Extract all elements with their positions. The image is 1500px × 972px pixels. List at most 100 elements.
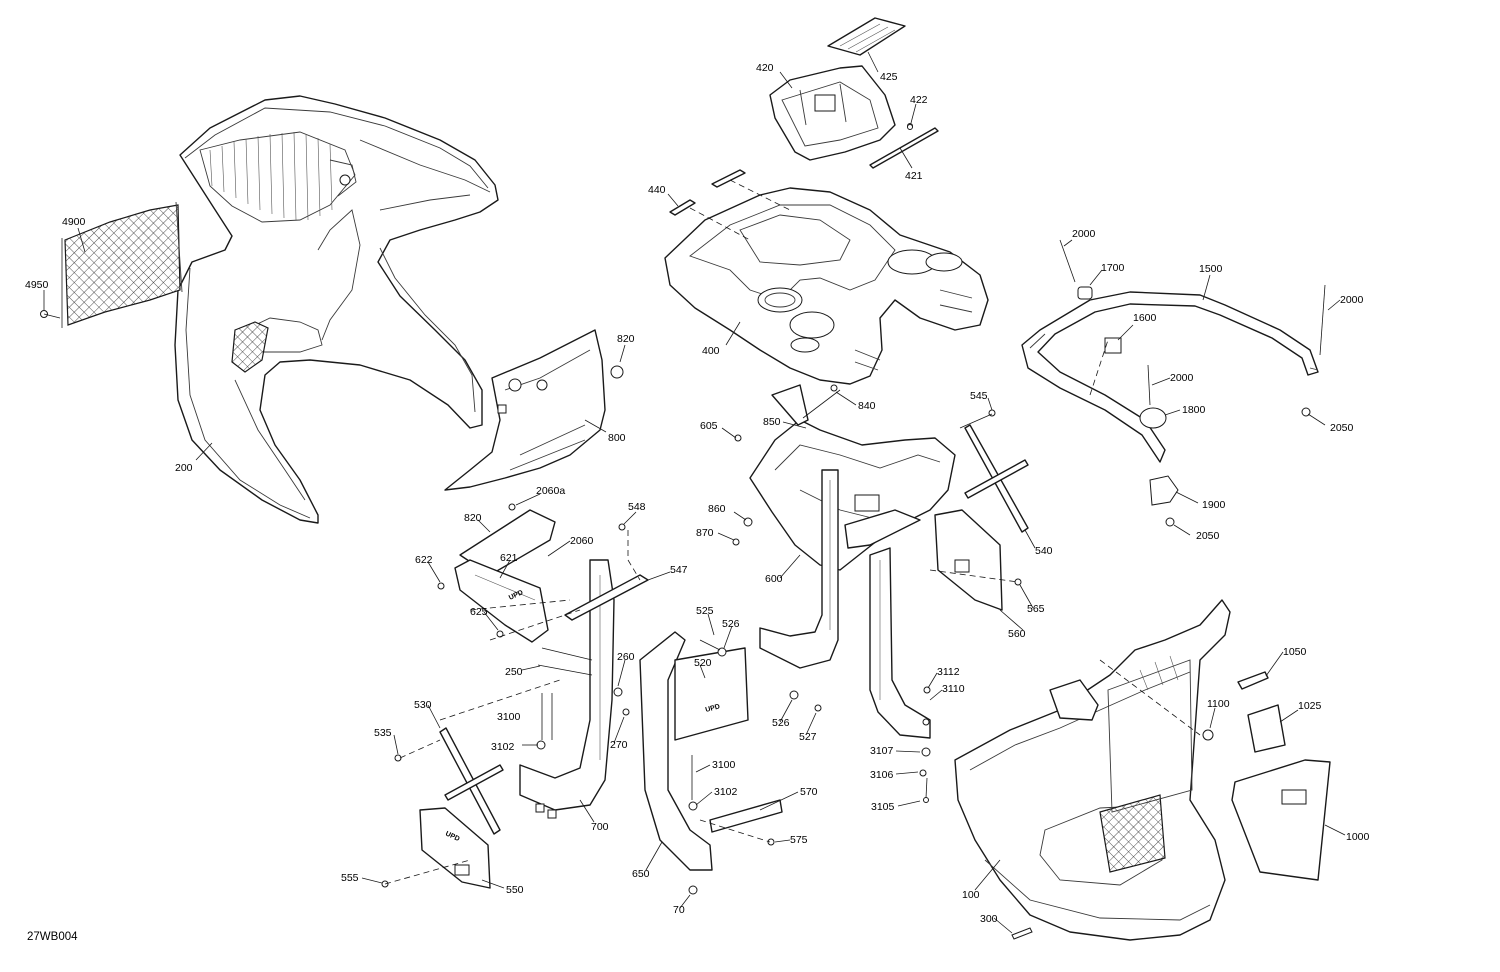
callout-421: 421 <box>905 170 923 182</box>
callout-3107: 3107 <box>870 745 894 757</box>
part-425-vent-cover <box>827 17 906 56</box>
callout-200: 200 <box>175 462 193 474</box>
callout-100: 100 <box>962 889 980 901</box>
part-400-console <box>664 187 989 385</box>
callout-548: 548 <box>628 501 646 513</box>
callout-545: 545 <box>970 390 988 402</box>
callout-400: 400 <box>702 345 720 357</box>
callout-70: 70 <box>673 904 685 916</box>
callout-1900: 1900 <box>1202 499 1226 511</box>
callout-1000: 1000 <box>1346 831 1370 843</box>
callout-1025: 1025 <box>1298 700 1322 712</box>
part-440-clips <box>669 169 746 216</box>
callout-1100: 1100 <box>1207 698 1230 710</box>
callout-525: 525 <box>696 605 714 617</box>
part-1025-label <box>1247 704 1286 753</box>
callout-leaders <box>43 51 1346 934</box>
callout-820-bracket: 820 <box>464 512 482 524</box>
part-560-plate <box>934 509 1003 611</box>
callout-575: 575 <box>790 834 808 846</box>
part-800-lower-panel <box>444 329 624 491</box>
callout-850: 850 <box>763 416 781 428</box>
callout-422: 422 <box>910 94 928 106</box>
callout-530: 530 <box>414 699 432 711</box>
callout-270: 270 <box>610 739 628 751</box>
callout-860: 860 <box>708 503 726 515</box>
callout-527: 527 <box>799 731 817 743</box>
assembly-dashed-lines <box>384 179 1201 885</box>
callout-2000-a: 2000 <box>1072 228 1096 240</box>
callout-425: 425 <box>880 71 898 83</box>
part-700-upright-left <box>519 559 649 811</box>
callout-535: 535 <box>374 727 392 739</box>
callout-870: 870 <box>696 527 714 539</box>
callout-260: 260 <box>617 651 635 663</box>
callout-840: 840 <box>858 400 876 412</box>
callout-1700: 1700 <box>1101 262 1125 274</box>
callout-2050-b: 2050 <box>1196 530 1220 542</box>
part-4900-mesh-grille <box>40 201 183 328</box>
callout-420: 420 <box>756 62 774 74</box>
part-530-cross-strap <box>439 727 504 835</box>
callout-300: 300 <box>980 913 998 925</box>
callout-2000-b: 2000 <box>1340 294 1364 306</box>
callout-650: 650 <box>632 868 650 880</box>
callout-622: 622 <box>415 554 433 566</box>
callout-4950: 4950 <box>25 279 49 291</box>
callout-3102-a: 3102 <box>491 741 515 753</box>
callout-3100-a: 3100 <box>497 711 521 723</box>
part-1500-grab-bar <box>1021 239 1326 527</box>
callout-2060a: 2060a <box>536 485 565 497</box>
callout-3102-b: 3102 <box>714 786 738 798</box>
callout-1500: 1500 <box>1199 263 1223 275</box>
callout-625: 625 <box>470 606 488 618</box>
drawing-reference: 27WB004 <box>27 931 78 943</box>
callout-540: 540 <box>1035 545 1053 557</box>
callout-3105: 3105 <box>871 801 895 813</box>
callout-621: 621 <box>500 552 518 564</box>
callout-555: 555 <box>341 872 359 884</box>
callout-820-top: 820 <box>617 333 635 345</box>
callout-3112: 3112 <box>937 666 960 678</box>
part-frame-legs <box>759 469 931 739</box>
callout-526-a: 526 <box>722 618 740 630</box>
callout-520: 520 <box>694 657 712 669</box>
part-300-screw <box>1011 927 1033 940</box>
part-1100-grommet <box>1202 729 1214 741</box>
callout-1600: 1600 <box>1133 312 1157 324</box>
hardware-fasteners <box>381 124 1022 895</box>
callout-605: 605 <box>700 420 718 432</box>
callout-2050-a: 2050 <box>1330 422 1354 434</box>
callout-600: 600 <box>765 573 783 585</box>
callout-565: 565 <box>1027 603 1045 615</box>
callout-440: 440 <box>648 184 666 196</box>
part-1050-handle <box>1237 671 1269 690</box>
callout-560: 560 <box>1008 628 1026 640</box>
stamp-text-1: UPD <box>705 703 721 714</box>
part-620-bracket <box>454 509 556 643</box>
callout-labels: 425 420 422 421 440 400 4900 4950 200 82… <box>25 62 1370 925</box>
callout-2060: 2060 <box>570 535 594 547</box>
part-200-body-shell <box>174 95 499 524</box>
part-100-front-fascia <box>954 599 1231 941</box>
callout-250: 250 <box>505 666 523 678</box>
callout-2000-c: 2000 <box>1170 372 1194 384</box>
callout-3110: 3110 <box>942 683 965 695</box>
callout-3106: 3106 <box>870 769 894 781</box>
callout-1050: 1050 <box>1283 646 1307 658</box>
callout-4900: 4900 <box>62 216 86 228</box>
callout-3100-b: 3100 <box>712 759 736 771</box>
part-1000-side-panel <box>1231 759 1331 881</box>
callout-547: 547 <box>670 564 688 576</box>
part-420-top-panel <box>769 65 896 161</box>
callout-800: 800 <box>608 432 626 444</box>
part-550-plate <box>419 807 491 889</box>
callout-550: 550 <box>506 884 524 896</box>
callout-700: 700 <box>591 821 609 833</box>
part-540-strap <box>964 424 1029 533</box>
callout-526-b: 526 <box>772 717 790 729</box>
callout-1800: 1800 <box>1182 404 1206 416</box>
part-600-mount-frame <box>749 384 956 571</box>
callout-570: 570 <box>800 786 818 798</box>
